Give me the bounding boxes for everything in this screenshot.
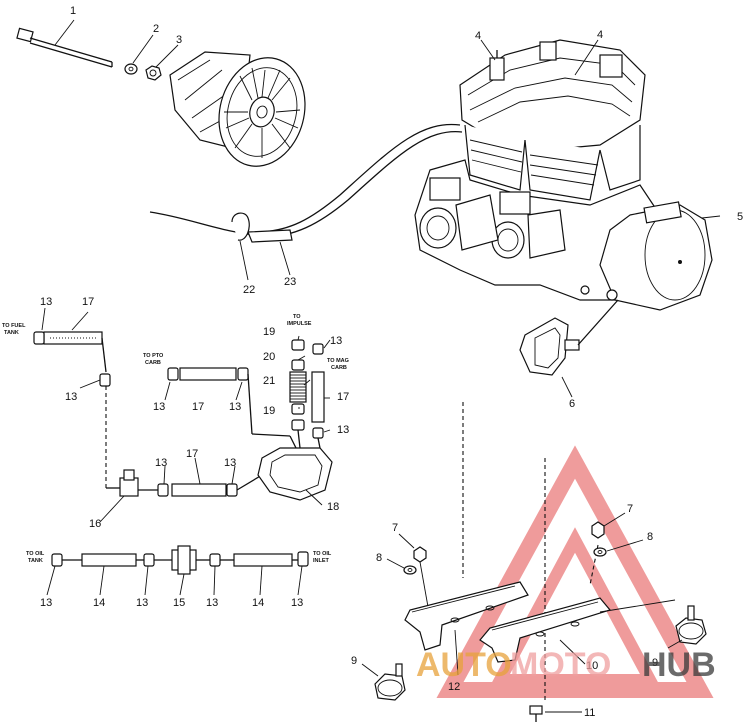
nut-part-3 — [145, 44, 179, 81]
note-to-mag-carb-2: CARB — [331, 365, 347, 371]
callout-15: 15 — [173, 597, 185, 609]
callout-22: 22 — [243, 284, 255, 296]
callout-1: 1 — [70, 5, 76, 17]
callout-13: 13 — [40, 296, 52, 308]
bolt-part-1 — [16, 19, 113, 68]
callout-11: 11 — [584, 707, 595, 719]
callout-10: 10 — [586, 660, 598, 672]
callout-19: 19 — [263, 326, 275, 338]
engine-assembly — [414, 39, 721, 311]
hose-notes: TO FUEL TANK TO PTO CARB TO IMPULSE TO M… — [2, 314, 349, 564]
engine-mounts — [361, 402, 707, 722]
oil-line-system — [51, 545, 309, 575]
callout-13: 13 — [337, 424, 349, 436]
callout-13: 13 — [224, 457, 236, 469]
callout-21: 21 — [263, 375, 275, 387]
callout-13: 13 — [153, 401, 165, 413]
note-to-mag-carb-1: TO MAG — [327, 358, 349, 364]
watermark-moto: MOTO — [510, 646, 611, 684]
callout-4a: 4 — [475, 30, 481, 42]
leader-lines — [41, 39, 599, 676]
drive-clutch — [169, 51, 306, 167]
callout-2: 2 — [153, 23, 159, 35]
note-to-impulse-1: TO — [293, 314, 301, 320]
callout-14: 14 — [93, 597, 105, 609]
callout-14: 14 — [252, 597, 264, 609]
callout-16: 16 — [89, 518, 101, 530]
fuel-line-system — [33, 331, 333, 506]
note-to-fuel-tank-1: TO FUEL — [2, 323, 26, 329]
note-to-pto-carb-2: CARB — [145, 360, 161, 366]
callout-17: 17 — [192, 401, 204, 413]
callout-18: 18 — [327, 501, 339, 513]
watermark-text: AUTO MOTO HUB — [416, 646, 716, 684]
callout-13: 13 — [40, 597, 52, 609]
callout-20: 20 — [263, 351, 275, 363]
recoil-handle-part-6 — [519, 299, 619, 398]
callout-13: 13 — [206, 597, 218, 609]
note-to-oil-tank-1: TO OIL — [26, 551, 45, 557]
callout-23: 23 — [284, 276, 296, 288]
callout-3: 3 — [176, 34, 182, 46]
callout-17: 17 — [186, 448, 198, 460]
callout-9: 9 — [351, 655, 357, 667]
callout-17: 17 — [337, 391, 349, 403]
callout-17: 17 — [82, 296, 94, 308]
note-to-fuel-tank-2: TANK — [4, 330, 19, 336]
callout-19: 19 — [263, 405, 275, 417]
note-to-oil-tank-2: TANK — [28, 558, 43, 564]
callout-13: 13 — [65, 391, 77, 403]
watermark-hub: HUB — [642, 646, 716, 684]
callout-7: 7 — [392, 522, 398, 534]
callout-7: 7 — [627, 503, 633, 515]
callout-13: 13 — [229, 401, 241, 413]
callout-6: 6 — [569, 398, 575, 410]
note-to-oil-inlet-1: TO OIL — [313, 551, 332, 557]
note-to-impulse-2: IMPULSE — [287, 321, 312, 327]
callout-13: 13 — [291, 597, 303, 609]
callout-labels: 1 2 3 4 4 5 6 22 23 13 17 13 19 13 20 21… — [40, 5, 743, 719]
watermark-auto: AUTO — [416, 646, 512, 684]
note-to-pto-carb-1: TO PTO — [143, 353, 164, 359]
callout-9: 9 — [652, 657, 658, 669]
callout-8: 8 — [376, 552, 382, 564]
washer-part-2 — [124, 34, 154, 75]
cable-and-clamp — [149, 123, 463, 281]
callout-13: 13 — [136, 597, 148, 609]
callout-13: 13 — [155, 457, 167, 469]
callout-5: 5 — [737, 211, 743, 223]
note-to-oil-inlet-2: INLET — [313, 558, 330, 564]
callout-13: 13 — [330, 335, 342, 347]
callout-12: 12 — [448, 681, 460, 693]
callout-4b: 4 — [597, 29, 603, 41]
callout-8: 8 — [647, 531, 653, 543]
